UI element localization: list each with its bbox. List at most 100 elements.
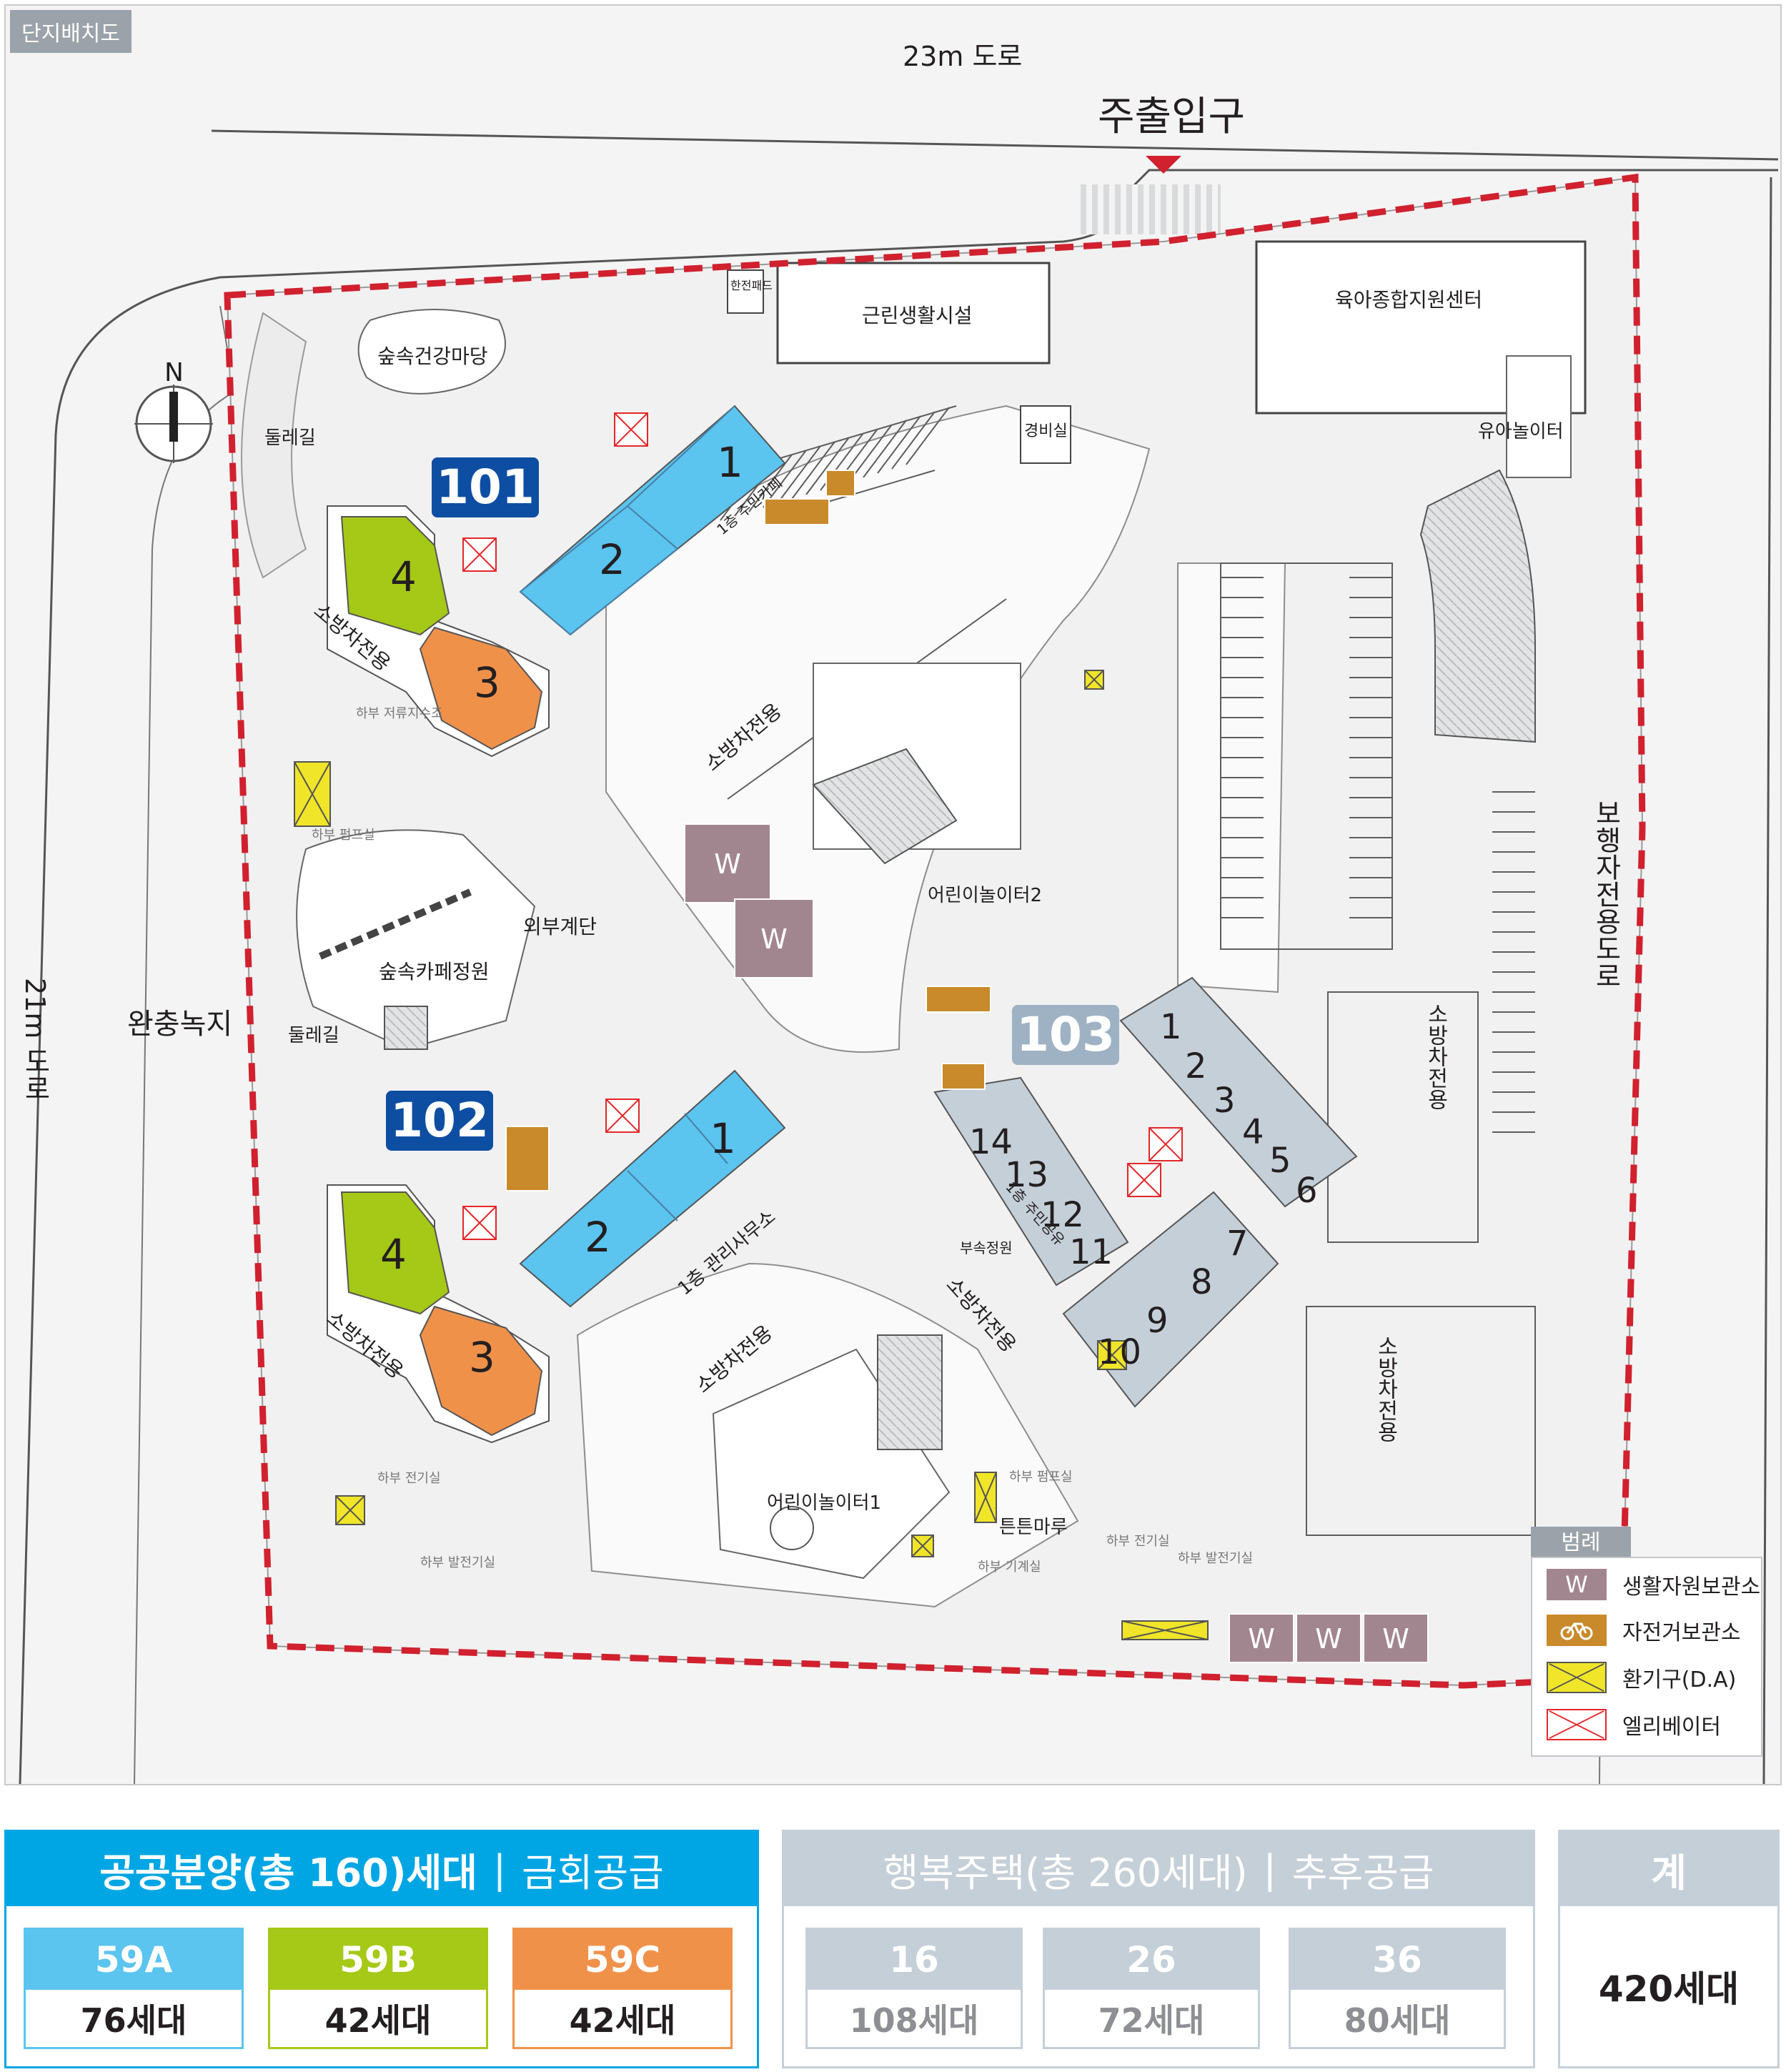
- main-entrance-label: 주출입구: [1098, 94, 1246, 140]
- buffer-green-label: 완충녹지: [127, 1008, 233, 1041]
- waste-storage-icon: [734, 898, 814, 978]
- b103-unit-13: 13: [1005, 1155, 1049, 1195]
- vent-x-mark: [974, 1472, 997, 1523]
- fire-lane-label-lower: 소방차전용: [1373, 1335, 1398, 1442]
- parking-stall-line: [877, 415, 921, 474]
- b103-left-wing: [933, 1076, 1129, 1287]
- bicycle-storage-icon: [926, 986, 991, 1013]
- b102-unit-2: 2: [585, 1213, 611, 1261]
- waste-storage-symbol: W: [760, 923, 788, 955]
- type-36-count: 80세대: [1344, 2001, 1451, 2040]
- b103-unit-7: 7: [1226, 1224, 1249, 1264]
- vent-x-mark: [335, 1495, 365, 1525]
- parking-stall-line: [763, 450, 807, 508]
- legend-label-vent: 환기구(D.A): [1622, 1667, 1737, 1692]
- dulle-gil-label-bottom: 둘레길: [288, 1025, 339, 1046]
- parking-stall-line: [848, 424, 893, 482]
- b103-unit-2: 2: [1185, 1046, 1207, 1086]
- elevator-x-mark: [1149, 1127, 1183, 1161]
- building-102-number: 102: [386, 1091, 493, 1151]
- bicycle-storage-icon: [505, 1126, 550, 1191]
- b103-unit-6: 6: [1296, 1171, 1318, 1211]
- b103-unit-8: 8: [1191, 1262, 1213, 1302]
- waste-storage-icon: [684, 823, 771, 903]
- public-sale-title: 공공분양(총 160)세대: [99, 1850, 477, 1895]
- legend-label-waste: 생활자원보관소: [1622, 1575, 1761, 1600]
- b102-unit-59B-shape: [340, 1191, 450, 1315]
- playground2-label: 어린이놀이터2: [928, 885, 1043, 906]
- total-group: 계 420세대: [1558, 1830, 1780, 2068]
- b102-unit-1: 1: [710, 1114, 736, 1163]
- type-36-label: 36: [1291, 1930, 1504, 1990]
- legend-row-vent: 환기구(D.A): [1547, 1660, 1736, 1695]
- happy-housing-separator: |: [1263, 1846, 1276, 1892]
- type-59B-label: 59B: [270, 1930, 486, 1990]
- parking-stall-line: [777, 445, 821, 504]
- b103-unit-4: 4: [1242, 1112, 1264, 1152]
- b102-unit-4: 4: [380, 1230, 407, 1279]
- building-101-number: 101: [432, 457, 539, 517]
- type-59C-cell: 59C 42세대: [512, 1928, 733, 2049]
- elevator-x-mark: [462, 1206, 497, 1240]
- type-59C-label: 59C: [515, 1930, 730, 1990]
- type-26-label: 26: [1045, 1930, 1258, 1990]
- type-26-count: 72세대: [1098, 2001, 1205, 2040]
- legend-title: 범례: [1531, 1527, 1631, 1560]
- bicycle-storage-icon: [825, 470, 855, 497]
- map-tag: 단지배치도: [10, 10, 132, 53]
- public-sale-supply: 금회공급: [522, 1850, 664, 1895]
- parking-stall-line: [748, 454, 793, 512]
- parking-stall-line: [906, 407, 950, 465]
- waste-storage-symbol: W: [1382, 1623, 1409, 1655]
- b101-unit-59C-shape: [419, 626, 543, 750]
- bicycle-storage-icon: [764, 498, 830, 525]
- b103-unit-14: 14: [969, 1122, 1013, 1162]
- type-36-cell: 36 80세대: [1289, 1928, 1506, 2049]
- childcare-center-label: 육아종합지원센터: [1335, 288, 1483, 312]
- forest-cafe-label: 숲속카페정원: [379, 960, 490, 983]
- b103-unit-1: 1: [1160, 1007, 1182, 1047]
- elevator-x-mark: [1127, 1163, 1161, 1197]
- elevator-x-mark: [605, 1099, 640, 1133]
- public-sale-header: 공공분양(총 160)세대 | 금회공급: [6, 1832, 757, 1906]
- road-left-label: 21m 도로: [19, 978, 51, 1102]
- playground1-label: 어린이놀이터1: [767, 1492, 882, 1514]
- dulle-gil-label-top: 둘레길: [264, 427, 316, 449]
- happy-housing-title: 행복주택(총 260세대): [883, 1850, 1248, 1895]
- guard-house-label: 경비실: [1024, 422, 1068, 440]
- legend-label-elevator: 엘리베이터: [1622, 1715, 1721, 1740]
- elevator-x-mark: [462, 537, 497, 572]
- b103-unit-9: 9: [1146, 1301, 1169, 1341]
- b102-unit-59C-shape: [419, 1305, 543, 1437]
- b103-unit-3: 3: [1214, 1081, 1236, 1121]
- b101-unit-59B-shape: [340, 516, 450, 636]
- building-103-number: 103: [1012, 1005, 1119, 1065]
- waste-storage-icon: [1229, 1613, 1294, 1663]
- happy-housing-supply: 추후공급: [1291, 1850, 1434, 1895]
- parking-stall-line: [891, 411, 936, 470]
- legend-label-bike: 자전거보관소: [1622, 1620, 1741, 1645]
- parking-stall-line: [805, 437, 850, 495]
- public-sale-separator: |: [492, 1846, 507, 1892]
- b103-unit-11: 11: [1069, 1232, 1113, 1272]
- waste-storage-symbol: W: [714, 848, 741, 880]
- north-label: N: [164, 358, 184, 387]
- health-yard-label: 숲속건강마당: [377, 344, 488, 368]
- underground-water-label: 하부 저류지수조: [356, 706, 443, 721]
- vent-x-mark: [1121, 1620, 1209, 1640]
- underground-power-label: 하부 발전기실: [420, 1555, 496, 1570]
- b103-unit-5: 5: [1269, 1141, 1291, 1181]
- type-59B-cell: 59B 42세대: [268, 1928, 488, 2049]
- bicycle-storage-icon: [941, 1063, 986, 1090]
- underground-machine-label: 하부 기계실: [978, 1560, 1041, 1575]
- legend: W 생활자원보관소 자전거보관소 환기구(D.A) 엘리베이터: [1531, 1557, 1762, 1757]
- waste-storage-icon: [1363, 1613, 1429, 1663]
- underground-electric-label-2: 하부 전기실: [1106, 1534, 1170, 1549]
- b103-upper-wing: [1119, 976, 1358, 1208]
- type-16-count: 108세대: [849, 2001, 979, 2040]
- neighborhood-facility-label: 근린생활시설: [862, 304, 973, 327]
- ext-stairs-label: 외부계단: [523, 915, 597, 938]
- type-59C-count: 42세대: [569, 2001, 676, 2040]
- toddler-play-label: 유아놀이터: [1478, 421, 1564, 442]
